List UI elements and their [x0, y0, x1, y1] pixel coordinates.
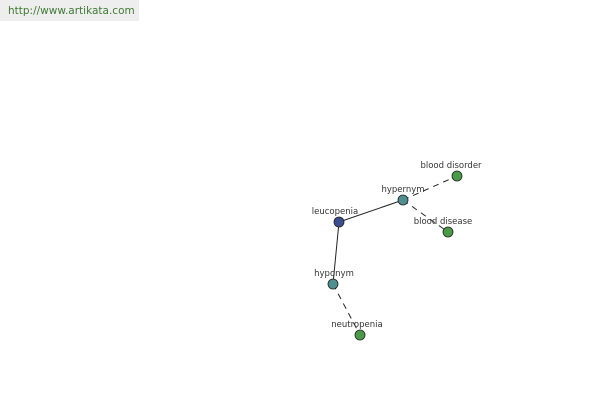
edge-leucopenia-hyponym: [332, 221, 340, 285]
node-hyponym[interactable]: [327, 278, 339, 290]
label-hyponym[interactable]: hyponym: [314, 269, 354, 279]
edge-leucopenia-hypernym: [338, 199, 404, 223]
source-url-label[interactable]: http://www.artikata.com: [0, 0, 139, 21]
label-hypernym[interactable]: hypernym: [381, 185, 424, 195]
node-leucopenia[interactable]: [333, 216, 345, 228]
node-blood-disorder[interactable]: [451, 170, 463, 182]
edge-hyponym-neutropenia: [332, 283, 361, 336]
edge-hypernym-blood-disorder: [402, 175, 458, 201]
label-leucopenia[interactable]: leucopenia: [312, 207, 358, 217]
label-blood-disease[interactable]: blood disease: [414, 217, 473, 227]
label-blood-disorder[interactable]: blood disorder: [420, 161, 482, 171]
node-blood-disease[interactable]: [442, 226, 454, 238]
node-hypernym[interactable]: [397, 194, 409, 206]
node-neutropenia[interactable]: [354, 329, 366, 341]
edge-hypernym-blood-disease: [402, 199, 449, 233]
label-neutropenia[interactable]: neutropenia: [331, 320, 382, 330]
